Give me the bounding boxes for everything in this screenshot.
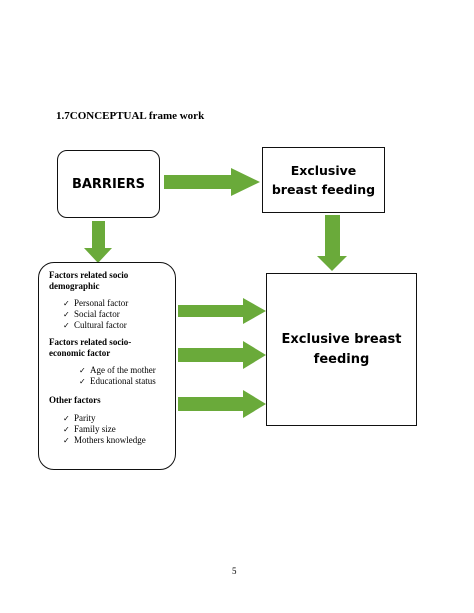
arrow-barriers-to-ebf [164,168,260,196]
check-icon: ✓ [63,436,70,445]
list-item: ✓Mothers knowledge [63,435,146,445]
factors-box: Factors related socio demographic ✓Perso… [38,262,176,470]
arrow-factors-to-main-1 [178,298,266,324]
group2-title: Factors related socio- economic factor [49,337,132,358]
exclusive-breast-feeding-box-main: Exclusive breast feeding [266,273,417,426]
barriers-box: BARRIERS [57,150,160,218]
list-item: ✓Parity [63,413,96,423]
arrow-ebf-to-main [317,215,347,271]
check-icon: ✓ [63,414,70,423]
check-icon: ✓ [63,321,70,330]
ebf-main-line1: Exclusive breast [281,331,402,347]
group3-title: Other factors [49,395,101,405]
barriers-label: BARRIERS [71,176,146,192]
ebf-main-line2: feeding [313,351,370,367]
list-item: ✓Educational status [79,376,156,386]
check-icon: ✓ [79,377,86,386]
section-heading: 1.7CONCEPTUAL frame work [56,110,205,122]
list-item: ✓Personal factor [63,298,129,308]
ebf-top-line2: breast feeding [271,182,376,197]
arrow-factors-to-main-3 [178,390,266,418]
exclusive-breast-feeding-box-top: Exclusive breast feeding [262,147,385,213]
list-item: ✓Family size [63,424,116,434]
check-icon: ✓ [63,310,70,319]
list-item: ✓Social factor [63,309,120,319]
check-icon: ✓ [63,425,70,434]
check-icon: ✓ [63,299,70,308]
ebf-main-label: Exclusive breast feeding [282,330,402,370]
ebf-top-label: Exclusive breast feeding [272,161,375,199]
arrow-factors-to-main-2 [178,341,266,369]
arrow-barriers-to-factors [84,221,112,263]
group1-title: Factors related socio demographic [49,270,129,291]
ebf-top-line1: Exclusive [290,163,357,178]
check-icon: ✓ [79,366,86,375]
list-item: ✓Age of the mother [79,365,156,375]
list-item: ✓Cultural factor [63,320,127,330]
page-number: 5 [232,566,237,576]
